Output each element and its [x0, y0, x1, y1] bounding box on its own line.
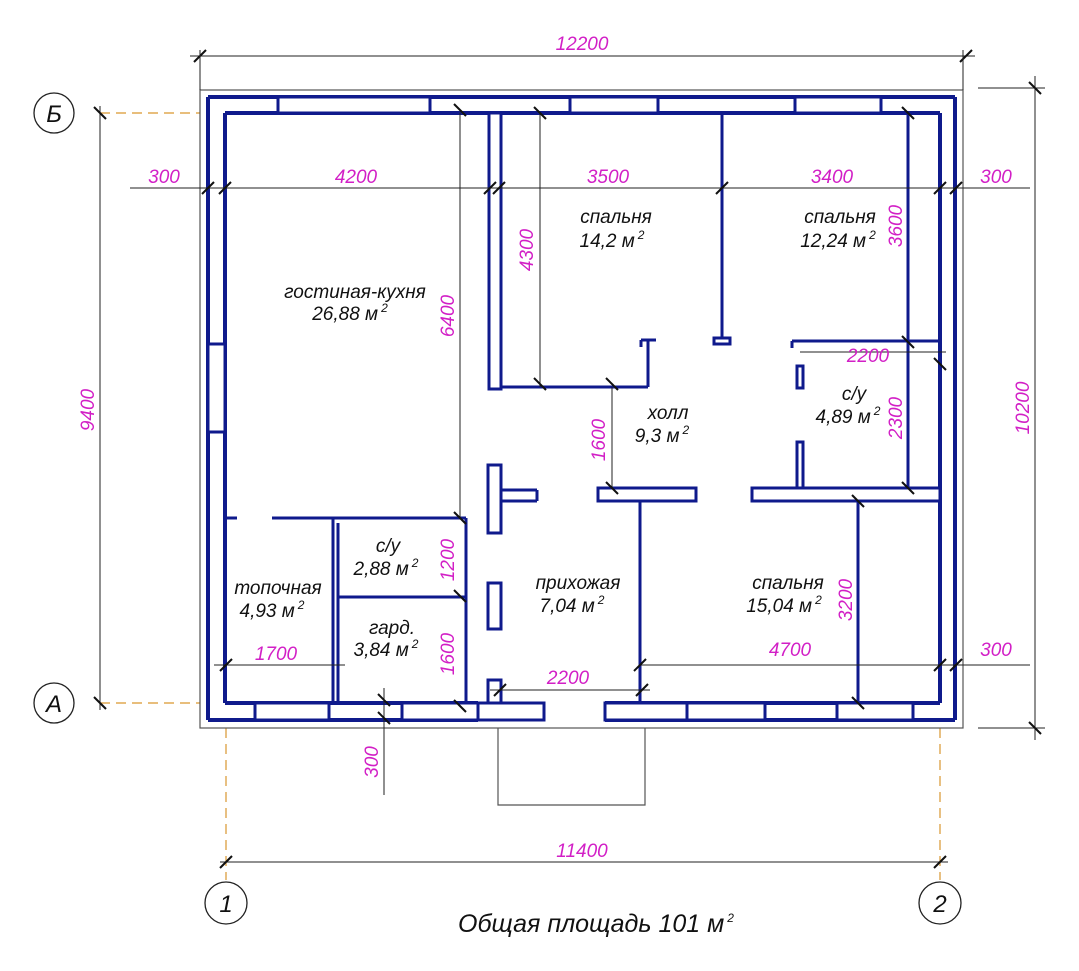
window-bottom-2 — [400, 701, 480, 722]
room-wardrobe-area-value: 3,84 м — [354, 640, 409, 661]
axis-bubble-top: Б — [33, 92, 75, 134]
room-bed3-area-sup: 2 — [814, 593, 822, 607]
room-wc2-name: с/у — [842, 384, 868, 405]
dim-living-depth: 6400 — [438, 294, 459, 337]
room-wc1-area-sup: 2 — [411, 556, 419, 570]
total-area-sup: 2 — [726, 911, 734, 925]
dim-living-width: 4200 — [335, 167, 378, 188]
dim-entry-width: 2200 — [546, 668, 590, 689]
room-bed2-area-value: 12,24 м — [800, 231, 866, 252]
room-bed2-name: спальня — [804, 207, 876, 228]
room-wardrobe-area-sup: 2 — [411, 637, 419, 651]
window-bottom-3 — [476, 701, 546, 722]
room-bed3-name: спальня — [752, 573, 824, 594]
room-hall-area-value: 9,3 м — [635, 426, 680, 447]
room-bed3-area-value: 15,04 м — [746, 596, 812, 617]
dim-bottom-right-margin: 300 — [980, 640, 1012, 661]
dim-ward-depth: 1600 — [438, 632, 459, 675]
axis-label-right: 2 — [932, 891, 946, 918]
dim-axis-height: 9400 — [78, 388, 99, 431]
room-living-area-sup: 2 — [380, 301, 388, 315]
dim-bed1-width: 3500 — [587, 167, 630, 188]
dim-bed2-width: 3400 — [811, 167, 854, 188]
window-left — [206, 342, 227, 434]
dim-hall-depth: 1600 — [589, 418, 610, 461]
building-outline — [199, 89, 964, 729]
room-entry-name: прихожая — [536, 573, 621, 594]
room-wc1-area-value: 2,88 м — [353, 559, 409, 580]
dim-wc2-width: 2200 — [846, 346, 890, 367]
dim-bed2-depth: 3600 — [886, 204, 907, 247]
room-hall-area-sup: 2 — [682, 423, 690, 437]
room-wardrobe-name: гард. — [369, 618, 415, 639]
window-top-1 — [276, 95, 432, 115]
room-wc1-name: с/у — [376, 536, 402, 557]
dimension-lines — [93, 49, 1045, 869]
axis-label-top: Б — [46, 101, 62, 128]
room-living-name: гостиная-кухня — [284, 282, 426, 303]
axis-bubble-bottom: А — [33, 682, 75, 724]
dim-top-left-margin: 300 — [148, 167, 180, 188]
room-bed1-area-value: 14,2 м — [580, 231, 635, 252]
dim-porch-depth: 300 — [362, 746, 383, 778]
dim-bed1-depth: 4300 — [517, 228, 538, 271]
axis-label-bottom: А — [44, 691, 62, 718]
room-bed1-name: спальня — [580, 207, 652, 228]
dim-top-right-margin: 300 — [980, 167, 1012, 188]
window-bottom-5 — [685, 701, 767, 722]
room-bed1-area-sup: 2 — [637, 228, 645, 242]
window-bottom-4 — [603, 701, 689, 722]
room-hall-name: холл — [647, 403, 689, 424]
axis-guides — [100, 112, 941, 880]
total-area-text: Общая площадь 101 м — [458, 910, 724, 938]
dimension-labels: 12200 300 4200 3500 3400 300 2200 1700 4… — [78, 34, 1034, 862]
room-wc2-area-value: 4,89 м — [816, 407, 871, 428]
partitions — [225, 111, 942, 705]
dim-bed3-depth: 3200 — [836, 578, 857, 621]
axis-bubble-right: 2 — [918, 881, 962, 925]
dim-overall-height: 10200 — [1013, 381, 1034, 434]
windows — [206, 95, 915, 722]
dim-boiler-width: 1700 — [255, 644, 298, 665]
window-bottom-1 — [253, 701, 331, 722]
room-bed2-area-sup: 2 — [868, 228, 876, 242]
porch-outline — [497, 728, 646, 806]
dim-bed3-width: 4700 — [769, 640, 812, 661]
axis-bubbles: Б А 1 2 — [33, 92, 962, 925]
dim-axis-width: 11400 — [556, 841, 608, 862]
room-living-area-value: 26,88 м — [311, 304, 378, 325]
room-boiler-name: топочная — [234, 578, 321, 599]
window-top-3 — [793, 95, 883, 115]
room-boiler-area-sup: 2 — [297, 598, 305, 612]
room-wc2-area-sup: 2 — [873, 404, 881, 418]
room-entry-area-value: 7,04 м — [540, 596, 595, 617]
room-boiler-area-value: 4,93 м — [240, 601, 295, 622]
axis-bubble-left: 1 — [204, 881, 248, 925]
dim-wc1-depth: 1200 — [438, 538, 459, 581]
dim-wc2-depth: 2300 — [886, 396, 907, 440]
room-entry-area-sup: 2 — [597, 593, 605, 607]
dim-overall-width: 12200 — [556, 34, 609, 55]
window-top-2 — [568, 95, 660, 115]
axis-label-left: 1 — [219, 891, 232, 918]
window-bottom-6 — [835, 701, 915, 722]
